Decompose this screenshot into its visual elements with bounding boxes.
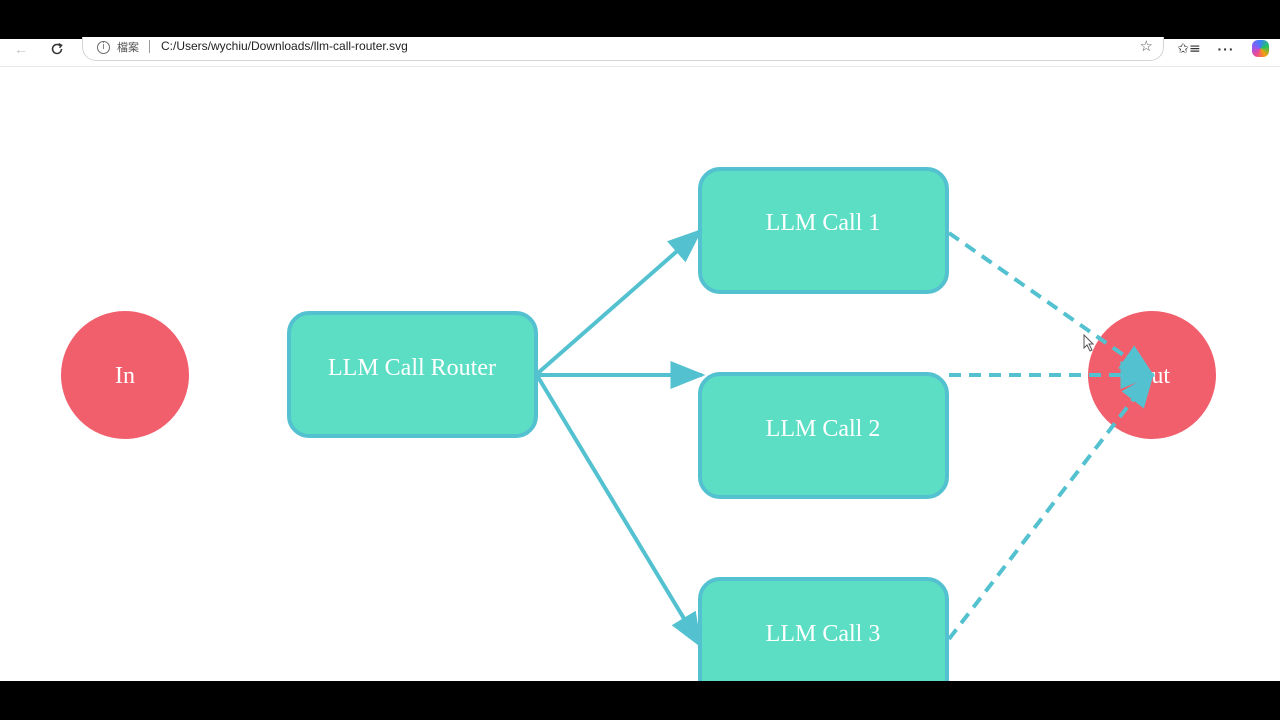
address-separator — [149, 40, 150, 53]
letterbox-top — [0, 0, 1280, 39]
star-icon[interactable]: ☆ — [1139, 37, 1153, 55]
letterbox-bottom — [0, 681, 1280, 720]
edge-call-3-to-output — [947, 372, 1155, 641]
llm-call-2-label: LLM Call 2 — [766, 416, 881, 442]
llm-call-2-box — [698, 372, 949, 499]
browser-window: ← i 檔案 C:/Users/wychiu/Downloads/llm-cal… — [0, 37, 1280, 682]
favorites-icon: ✩≡ — [1177, 41, 1201, 57]
llm-call-1-label: LLM Call 1 — [766, 210, 881, 236]
address-url[interactable]: C:/Users/wychiu/Downloads/llm-call-route… — [161, 39, 408, 53]
router-diagram: In LLM Call Router LLM Call 1 LLM Call 2… — [61, 167, 1216, 682]
edge-router-to-call-3 — [536, 375, 702, 648]
copilot-icon[interactable] — [1252, 40, 1269, 57]
mouse-cursor-icon — [1083, 333, 1095, 352]
llm-call-1-node: LLM Call 1 — [698, 167, 949, 294]
address-bar[interactable]: i 檔案 C:/Users/wychiu/Downloads/llm-call-… — [82, 37, 1164, 61]
address-scheme-label: 檔案 — [117, 41, 139, 54]
edge-router-to-call-1 — [536, 228, 703, 375]
favorites-button[interactable]: ✩≡ — [1176, 39, 1202, 59]
reload-button[interactable] — [44, 39, 70, 59]
llm-call-2-node: LLM Call 2 — [698, 372, 949, 499]
router-box — [287, 311, 538, 438]
input-circle — [61, 311, 189, 439]
svg-viewer-page: In LLM Call Router LLM Call 1 LLM Call 2… — [0, 66, 1280, 682]
browser-toolbar: ← i 檔案 C:/Users/wychiu/Downloads/llm-cal… — [0, 37, 1280, 63]
edge-call-1-to-output — [947, 231, 1155, 378]
llm-call-3-node: LLM Call 3 — [698, 577, 949, 682]
reload-icon — [51, 42, 63, 55]
back-button[interactable]: ← — [8, 39, 34, 59]
more-icon: ··· — [1217, 41, 1235, 57]
llm-call-3-label: LLM Call 3 — [766, 621, 881, 647]
router-label: LLM Call Router — [328, 355, 496, 381]
arrow-left-icon: ← — [14, 41, 28, 57]
more-button[interactable]: ··· — [1213, 39, 1239, 59]
input-node: In — [61, 311, 189, 439]
info-icon[interactable]: i — [97, 41, 110, 54]
router-node: LLM Call Router — [287, 311, 538, 438]
input-label: In — [115, 363, 135, 389]
